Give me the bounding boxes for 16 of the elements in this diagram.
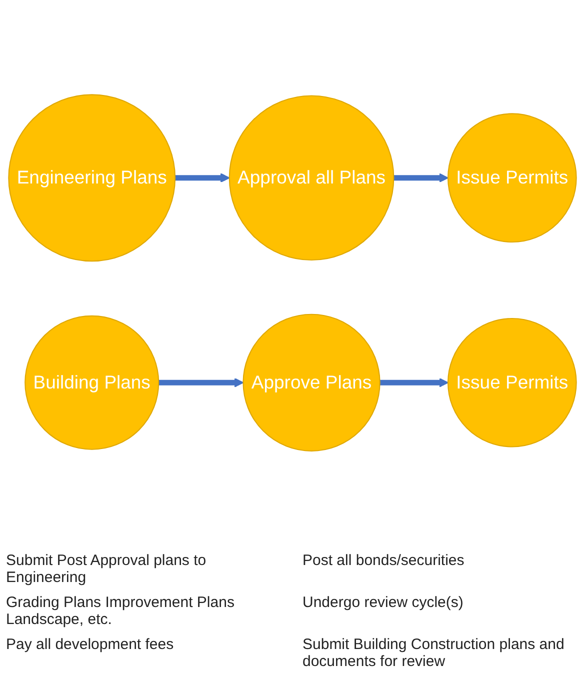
note-text: Pay all development fees	[6, 636, 175, 655]
node-circle: Approve Plans	[242, 314, 380, 452]
note-text: Undergo review cycle(s)	[302, 594, 464, 613]
note-text: Grading Plans Improvement Plans Landscape, etc.	[6, 594, 236, 628]
note-text: Submit Building Construction plans and documents for review	[302, 636, 566, 670]
note-text: Submit Post Approval plans to Engineering	[6, 552, 208, 586]
node-circle: Approval all Plans	[228, 95, 394, 261]
arrow	[175, 173, 230, 183]
node-circle: Building Plans	[24, 316, 160, 450]
arrow	[158, 378, 244, 388]
node-circle: Issue Permits	[447, 318, 577, 448]
node-circle: Engineering Plans	[8, 94, 176, 262]
arrow	[394, 173, 448, 183]
arrow	[380, 378, 448, 388]
node-circle: Issue Permits	[447, 113, 577, 243]
note-text: Post all bonds/securities	[302, 552, 466, 571]
